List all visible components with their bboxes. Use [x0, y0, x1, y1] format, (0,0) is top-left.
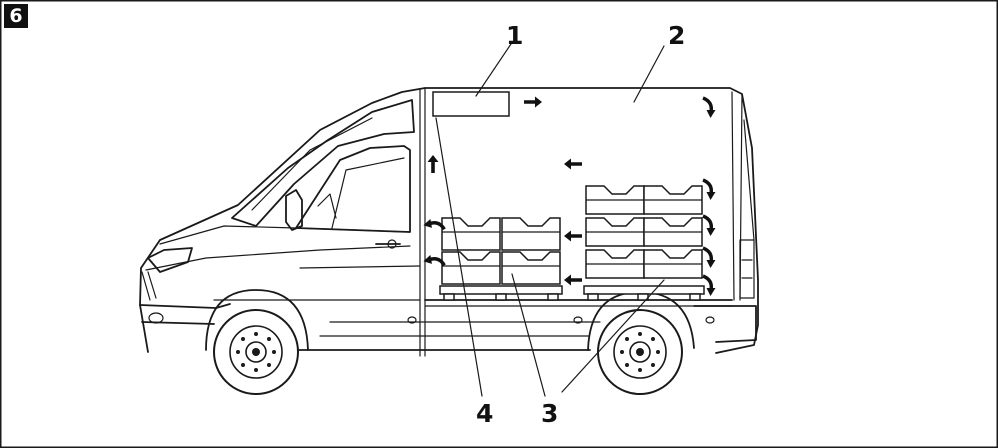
curved-arrow-icon — [420, 215, 447, 235]
callout-1: 1 — [506, 21, 523, 50]
cargo-crates-front-stack — [439, 217, 563, 301]
front-wheel — [213, 309, 299, 395]
straight-arrow-icon — [564, 230, 582, 242]
cargo-floor — [424, 299, 733, 307]
curved-arrow-icon — [701, 246, 718, 270]
rear-wheel — [597, 309, 683, 395]
curved-arrow-icon — [701, 274, 718, 298]
callout-2: 2 — [668, 21, 685, 50]
straight-arrow-icon — [427, 155, 439, 173]
straight-arrow-icon — [564, 274, 582, 286]
van-body — [139, 87, 759, 357]
refrigeration-unit — [432, 91, 510, 117]
curved-arrow-icon — [701, 214, 718, 238]
straight-arrow-icon — [524, 96, 542, 108]
callout-4: 4 — [476, 399, 493, 428]
curved-arrow-icon — [701, 96, 718, 120]
cargo-crates-rear-stack — [583, 185, 705, 301]
callout-3: 3 — [541, 399, 558, 428]
curved-arrow-icon — [701, 178, 718, 202]
leader-lines — [435, 43, 665, 397]
figure-number-badge: 6 — [4, 4, 28, 28]
curved-arrow-icon — [420, 251, 447, 271]
straight-arrow-icon — [564, 158, 582, 170]
